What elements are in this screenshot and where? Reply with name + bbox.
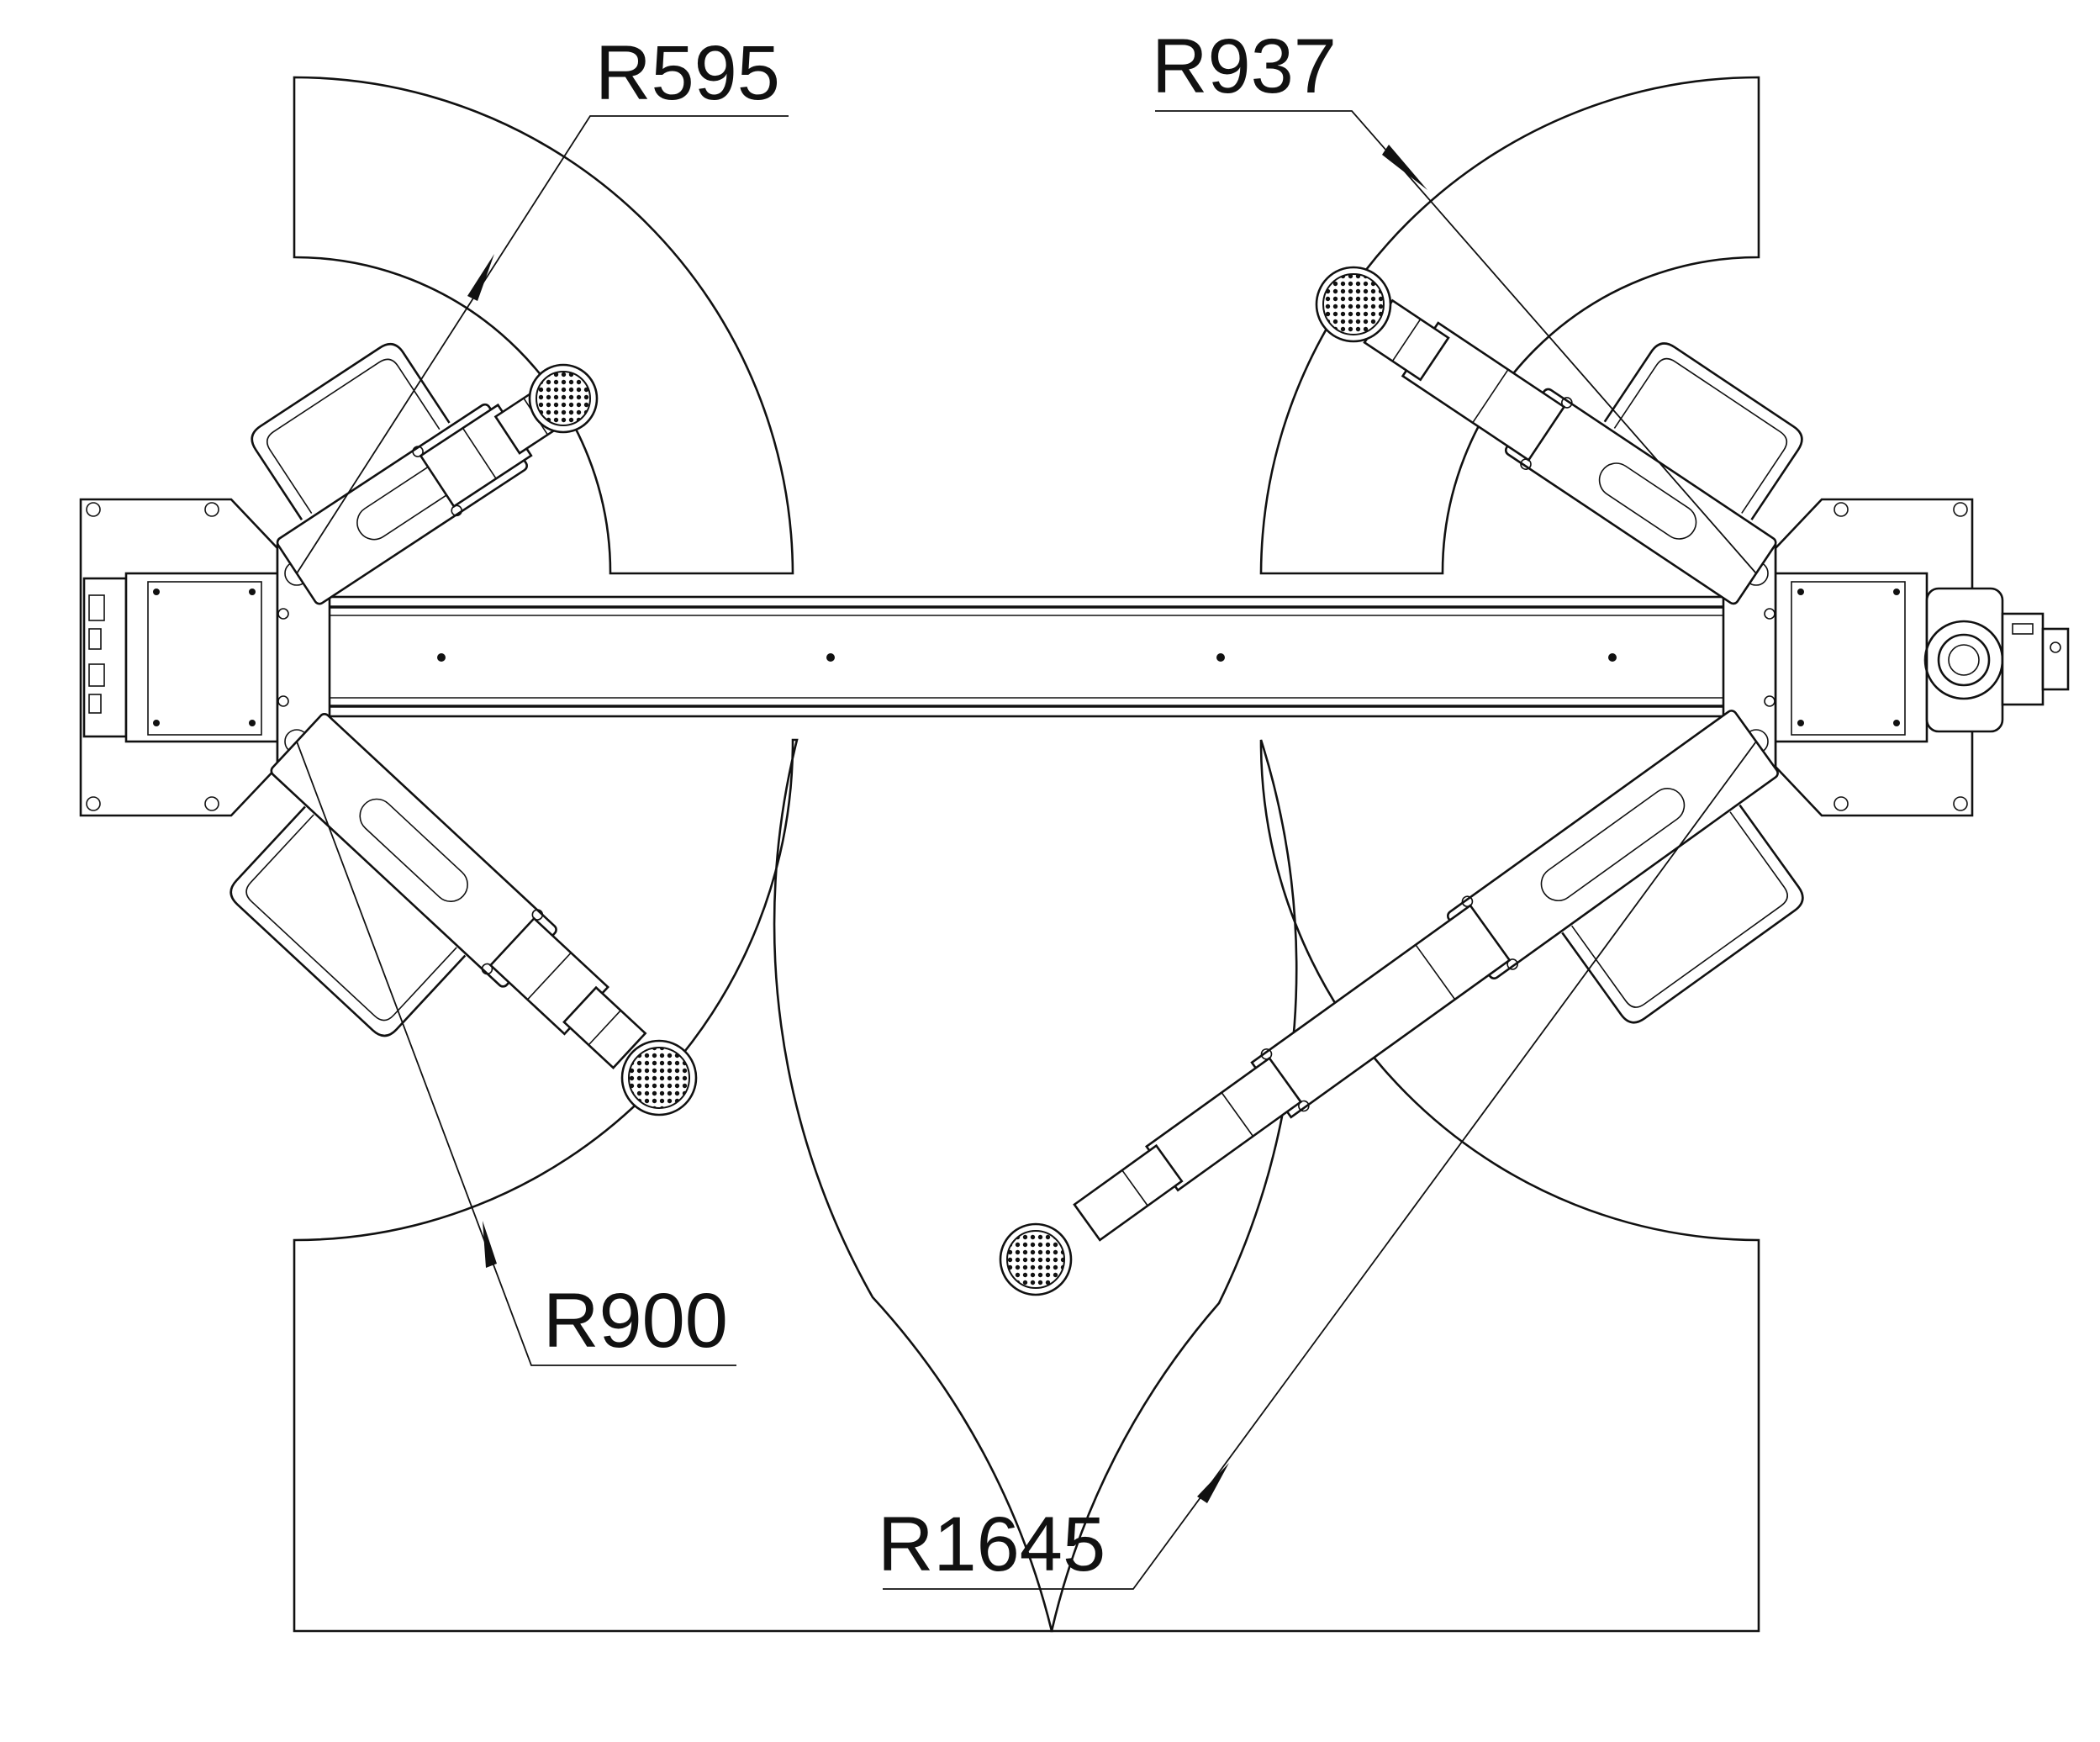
left-column-post — [82, 572, 279, 743]
safety-bar-bottom-left — [230, 805, 467, 1037]
swing-area-bottom-left — [293, 738, 1053, 1633]
swing-area-bottom-right — [1050, 739, 1760, 1633]
lift-pad-top-left — [528, 363, 599, 434]
dimension-r937-label: R937 — [1152, 24, 1337, 109]
lift-arm-top-right — [1363, 298, 1777, 605]
dimension-r595-label: R595 — [595, 30, 780, 116]
lift-pad-top-right — [1315, 266, 1392, 343]
right-column-post — [1774, 572, 1929, 743]
dimension-r937: R937 — [1152, 24, 1757, 574]
dimension-r595: R595 — [296, 30, 789, 574]
safety-bar-bottom-right — [1561, 804, 1804, 1024]
dimension-r1645-label: R1645 — [878, 1502, 1105, 1587]
dimension-r1645: R1645 — [878, 741, 1757, 1590]
dimension-r900: R900 — [296, 741, 736, 1366]
safety-bar-top-right — [1603, 342, 1803, 520]
lift-pad-bottom-left — [620, 1039, 698, 1116]
safety-bar-top-left — [251, 343, 451, 520]
lift-pad-bottom-right — [999, 1222, 1073, 1296]
swing-area-top-right — [1259, 76, 1760, 575]
power-unit — [1923, 587, 2070, 733]
swing-area-top-left — [293, 76, 794, 575]
lift-arm-bottom-right — [1073, 710, 1779, 1242]
lift-arm-bottom-left — [270, 713, 647, 1069]
dimension-r900-label: R900 — [543, 1278, 728, 1364]
crossbeam — [318, 595, 1742, 718]
